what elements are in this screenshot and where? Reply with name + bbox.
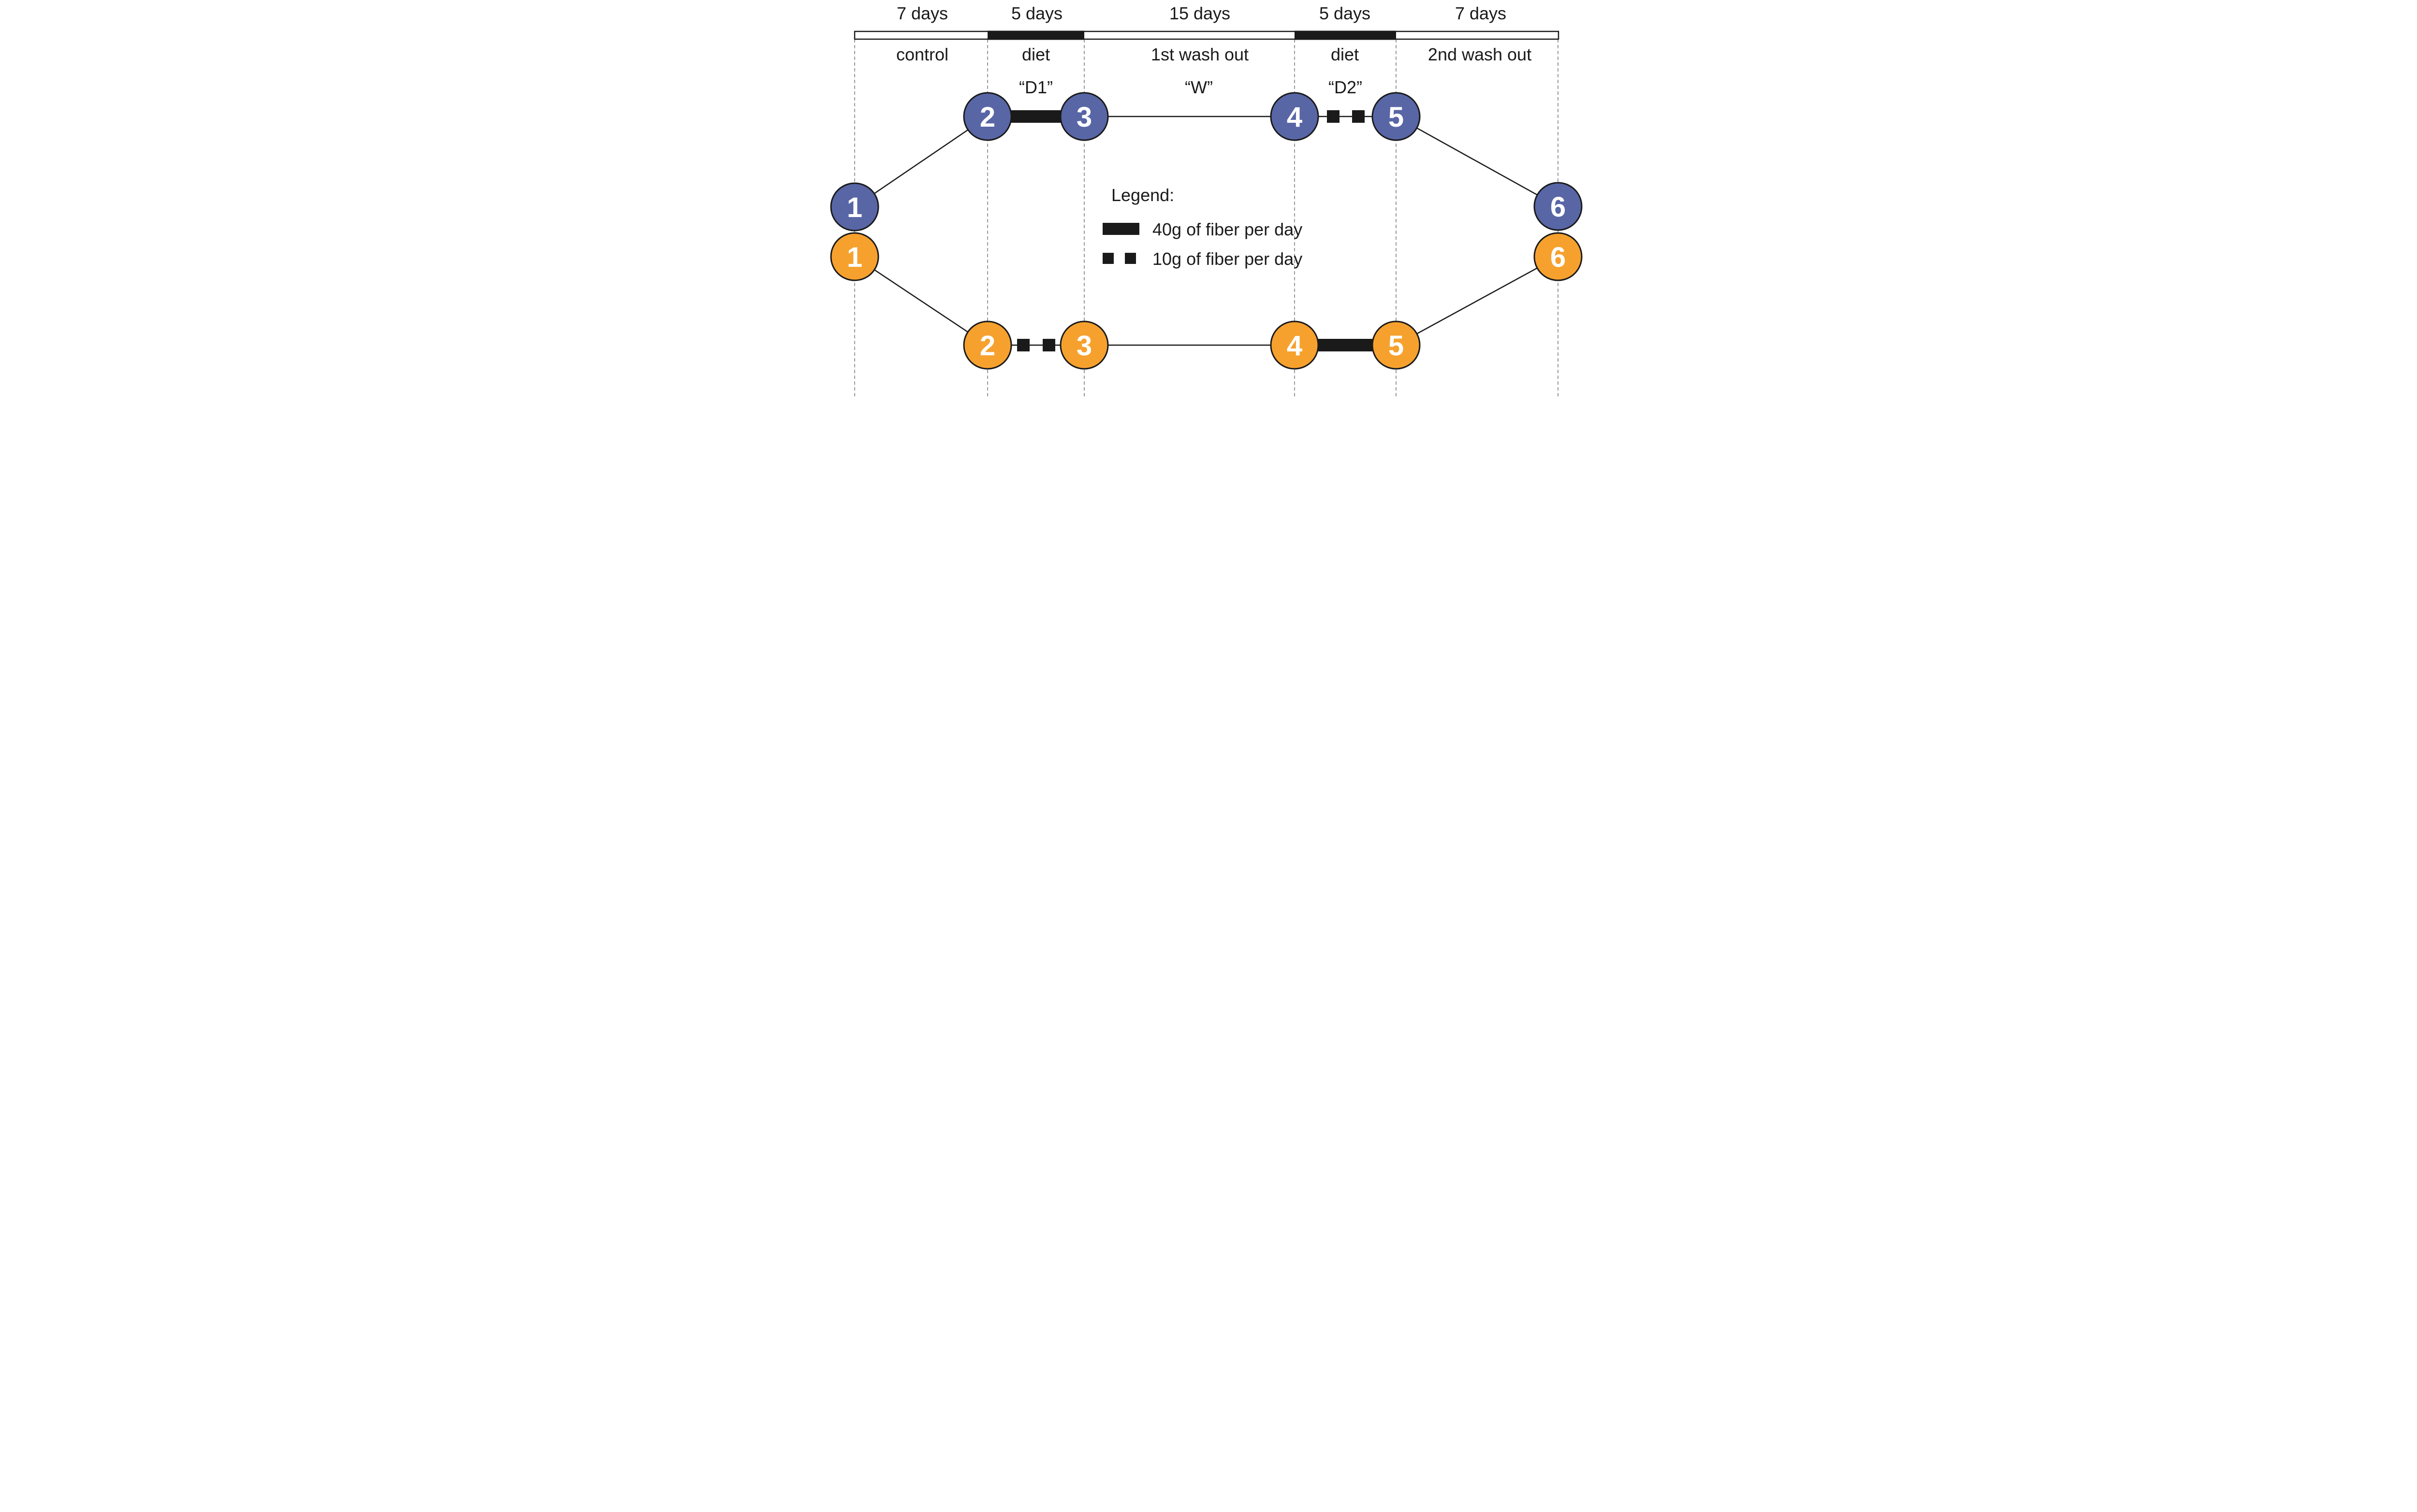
orange-node-3-circle [1060, 320, 1109, 370]
orange-40g-bar-4-5 [1318, 339, 1372, 351]
blue-node-5-number: 5 [1388, 102, 1404, 133]
duration-label-1: 7 days [897, 3, 948, 23]
legend-10g-swatch-b [1125, 253, 1136, 264]
orange-node-2-number: 2 [980, 330, 995, 362]
orange-10g-square-a [1017, 339, 1030, 351]
duration-label-5: 7 days [1455, 3, 1506, 23]
phase-label-control: control [896, 44, 948, 64]
fiber-10g-squares [1017, 110, 1365, 351]
duration-label-3: 15 days [1169, 3, 1230, 23]
duration-label-4: 5 days [1319, 3, 1370, 23]
orange-conn-5-6 [1396, 256, 1558, 346]
orange-node-5-circle [1371, 320, 1421, 370]
blue-node-2-circle [963, 92, 1012, 141]
phase-label-washout2: 2nd wash out [1428, 44, 1531, 64]
blue-node-6-circle [1533, 182, 1583, 231]
phase-label-diet1: diet [1022, 44, 1050, 64]
blue-node-4-circle [1270, 92, 1319, 141]
study-design-diagram: 7 days 5 days 15 days 5 days 7 days cont… [830, 0, 1587, 398]
orange-node-1-circle [830, 232, 879, 281]
legend-title: Legend: [1111, 185, 1174, 205]
blue-node-3-number: 3 [1077, 102, 1092, 133]
phase-labels: control diet 1st wash out diet 2nd wash … [896, 44, 1531, 64]
fiber-40g-bars [1011, 110, 1372, 351]
blue-conn-5-6 [1396, 116, 1558, 207]
orange-arm-nodes: 1 2 3 4 5 6 [830, 232, 1583, 370]
diet2-bar-segment [1295, 30, 1396, 40]
phase-label-washout1: 1st wash out [1151, 44, 1249, 64]
timeline-bar-frame [854, 30, 1559, 40]
orange-node-3-number: 3 [1077, 330, 1092, 362]
orange-node-1-number: 1 [847, 242, 862, 273]
blue-node-1-number: 1 [847, 192, 862, 223]
orange-node-6-number: 6 [1550, 242, 1566, 273]
blue-node-1-circle [830, 182, 879, 232]
phase-label-diet2: diet [1331, 44, 1359, 64]
code-label-d2: “D2” [1328, 77, 1362, 97]
blue-conn-1-2 [854, 116, 988, 208]
timeline-bar [854, 30, 1559, 40]
blue-node-6-number: 6 [1550, 191, 1566, 223]
blue-10g-square-a [1327, 110, 1340, 123]
blue-10g-square-b [1352, 110, 1365, 123]
diet1-bar-segment [988, 30, 1084, 40]
legend-40g-label: 40g of fiber per day [1152, 219, 1302, 239]
legend-40g-swatch [1103, 223, 1139, 235]
blue-node-5-circle [1371, 92, 1421, 141]
legend-10g-swatch-a [1103, 253, 1114, 264]
orange-node-2-circle [963, 320, 1012, 370]
duration-label-2: 5 days [1011, 3, 1063, 23]
blue-node-4-number: 4 [1287, 102, 1302, 133]
orange-conn-1-2 [854, 256, 988, 346]
blue-arm-nodes: 1 2 3 4 5 6 [830, 92, 1583, 232]
orange-node-6-circle [1533, 232, 1583, 281]
blue-node-2-number: 2 [980, 102, 995, 133]
orange-node-5-number: 5 [1388, 330, 1404, 362]
orange-node-4-circle [1270, 320, 1319, 370]
orange-10g-square-b [1043, 339, 1055, 351]
legend-10g-label: 10g of fiber per day [1152, 249, 1302, 269]
blue-40g-bar-2-3 [1011, 110, 1061, 123]
period-code-labels: “D1” “W” “D2” [1019, 77, 1362, 97]
code-label-d1: “D1” [1019, 77, 1053, 97]
legend: Legend: 40g of fiber per day 10g of fibe… [1103, 185, 1302, 269]
duration-labels: 7 days 5 days 15 days 5 days 7 days [897, 3, 1506, 23]
blue-node-3-circle [1060, 92, 1109, 141]
orange-node-4-number: 4 [1287, 330, 1302, 362]
code-label-w: “W” [1185, 77, 1213, 97]
